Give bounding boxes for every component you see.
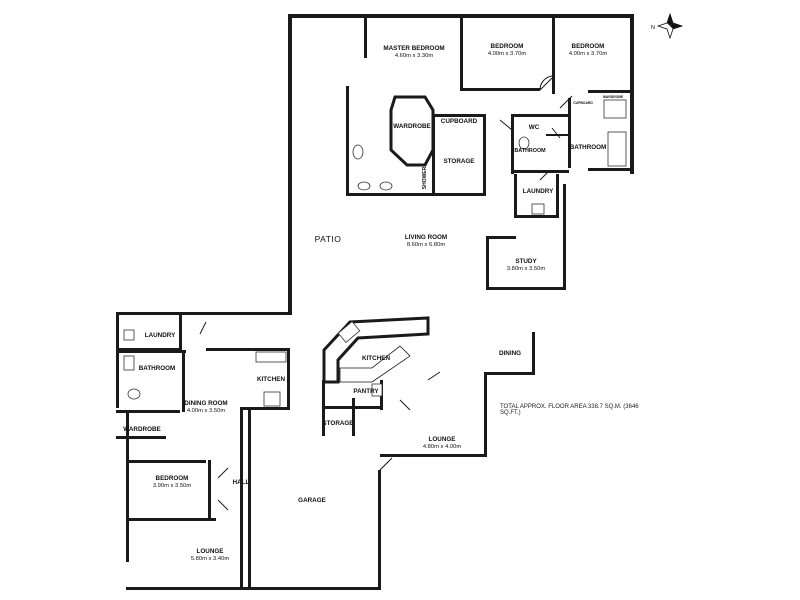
compass-north-label: N: [651, 25, 655, 31]
living-room-label: LIVING ROOM: [405, 234, 447, 241]
cupboard-label: CUPBOARD: [441, 118, 478, 125]
floor-area-note: TOTAL APPROX. FLOOR AREA 338.7 SQ.M. (36…: [500, 404, 650, 420]
dining-label: DINING: [499, 350, 521, 357]
bedroom-2-dim: 4.00m x 3.70m: [569, 51, 608, 57]
garage-label: GARAGE: [298, 497, 326, 504]
bathroom-small-label: BATHROOM: [514, 148, 546, 154]
patio-label: PATIO: [315, 234, 342, 244]
cupboard-small-label: CUPBOARD: [573, 101, 593, 105]
dining-room-dim: 4.00m x 3.50m: [187, 408, 226, 414]
bathroom-flat-label: BATHROOM: [139, 365, 176, 372]
bedroom-flat-label: BEDROOM: [156, 475, 189, 482]
lounge-main-label: LOUNGE: [429, 436, 456, 443]
wardrobe-main-label: WARDROBE: [393, 123, 430, 130]
total-area-text: TOTAL APPROX. FLOOR AREA 338.7 SQ.M. (36…: [500, 404, 639, 416]
bedroom-flat-dim: 3.90m x 3.50m: [153, 483, 192, 489]
living-room-dim: 8.60m x 6.80m: [407, 242, 446, 248]
lounge-flat-dim: 5.80m x 3.40m: [191, 556, 230, 562]
study-dim: 3.80m x 3.50m: [507, 266, 546, 272]
room-labels: MASTER BEDROOM 4.60m x 3.30m BEDROOM 4.0…: [123, 43, 624, 562]
kitchen-main-label: KITCHEN: [362, 355, 390, 362]
pantry-label: PANTRY: [353, 388, 379, 395]
fixtures: [123, 99, 627, 407]
kitchen-flat-label: KITCHEN: [257, 376, 285, 383]
dining-room-label: DINING ROOM: [184, 400, 227, 407]
storage-main-label: STORAGE: [443, 158, 474, 165]
master-bedroom-label: MASTER BEDROOM: [383, 45, 444, 52]
master-bedroom-dim: 4.60m x 3.30m: [395, 53, 434, 59]
lounge-flat-label: LOUNGE: [197, 548, 224, 555]
laundry-flat-label: LAUNDRY: [145, 332, 176, 339]
hall-label: HALL: [233, 479, 250, 486]
lounge-main-dim: 4.80m x 4.00m: [423, 444, 462, 450]
compass-rose-icon: N: [651, 12, 684, 40]
bedroom-2-label: BEDROOM: [572, 43, 605, 50]
shower-label: SHOWER: [422, 166, 428, 189]
wc-label: WC: [529, 124, 540, 131]
study-label: STUDY: [515, 258, 537, 265]
walls: [116, 14, 634, 590]
bedroom-1-dim: 4.00m x 3.70m: [488, 51, 527, 57]
wardrobe-small-label: WARDROBE: [603, 95, 624, 99]
wardrobe-flat-label: WARDROBE: [123, 426, 160, 433]
laundry-main-label: LAUNDRY: [523, 188, 554, 195]
bathroom-main-label: BATHROOM: [570, 144, 607, 151]
door-swings: [199, 75, 573, 511]
storage-small-label: STORAGE: [322, 420, 353, 427]
bedroom-1-label: BEDROOM: [491, 43, 524, 50]
